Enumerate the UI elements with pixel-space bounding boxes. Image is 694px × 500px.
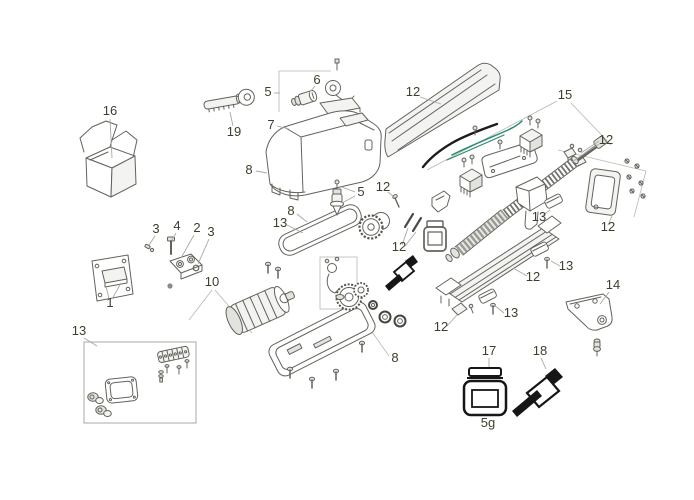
callout-16: 16	[103, 103, 117, 118]
part-8-top-cover	[265, 110, 382, 201]
callout-2: 2	[193, 220, 200, 235]
part-12-beam-cover	[384, 62, 501, 158]
part-19-release-key	[203, 88, 255, 113]
part-13-accessory-box	[87, 345, 190, 417]
callout-14: 14	[606, 277, 620, 292]
callout-3-right: 3	[207, 224, 214, 239]
callout-17: 17	[482, 343, 496, 358]
callout-7: 7	[267, 117, 274, 132]
callout-8-gasket: 8	[287, 203, 294, 218]
callout-10: 10	[205, 274, 219, 289]
part-15-switch-assembly	[421, 115, 543, 213]
part-13-shoes	[478, 193, 563, 315]
callout-13-shoe-mid: 13	[559, 258, 573, 273]
callout-19: 19	[227, 124, 241, 139]
part-10-motor	[225, 261, 295, 335]
part-18-grease-tube	[512, 368, 563, 417]
callout-13-box: 13	[72, 323, 86, 338]
callout-15: 15	[558, 87, 572, 102]
small-jar	[423, 220, 447, 252]
leader-lines	[83, 85, 613, 370]
callout-18: 18	[533, 343, 547, 358]
callout-13-gasket: 13	[273, 215, 287, 230]
part-clutch-gear	[358, 194, 423, 240]
screw-icon	[461, 115, 541, 168]
part-5-release-pin	[330, 179, 344, 216]
callout-6: 6	[313, 72, 320, 87]
part-8-base-tray	[268, 256, 407, 389]
jar-weight-label: 5g	[481, 415, 495, 430]
callout-13-shoe-low: 13	[504, 305, 518, 320]
callout-labels: 16 19 5 6 7 8 12 15 12 12 5 8 13 12 13 1…	[72, 72, 620, 430]
part-16-carton-box	[79, 120, 138, 198]
callout-8-cover: 8	[245, 162, 252, 177]
callout-1: 1	[106, 295, 113, 310]
callout-12-screw: 12	[376, 179, 390, 194]
callout-3-left: 3	[152, 221, 159, 236]
callout-12-endcap: 12	[601, 219, 615, 234]
part-14-bracket	[565, 293, 613, 357]
small-grease-tube	[385, 255, 418, 291]
part-12-rail	[435, 215, 562, 316]
group-frames	[83, 70, 647, 424]
part-8-13-gasket	[278, 204, 362, 256]
callout-5-pin: 5	[357, 184, 364, 199]
callout-12-pins: 12	[392, 239, 406, 254]
callout-12-clamp: 12	[434, 319, 448, 334]
callout-12-mounts: 12	[599, 132, 613, 147]
part-17-grease-jar	[462, 367, 508, 417]
callout-12-rail: 12	[526, 269, 540, 284]
bolt-icon	[286, 340, 366, 389]
callout-8-tray: 8	[391, 350, 398, 365]
parts-2-3-4-fasteners	[144, 236, 203, 289]
part-5-6-lock-assembly	[291, 58, 361, 119]
callout-4: 4	[173, 218, 180, 233]
part-1-wall-plate	[91, 254, 134, 302]
callout-13-shoe-top: 13	[532, 209, 546, 224]
part-12-end-cap	[585, 158, 646, 216]
callout-12-beam: 12	[406, 84, 420, 99]
screw-icon	[624, 158, 646, 199]
callout-5-lock: 5	[264, 84, 271, 99]
drive-screw-spring	[445, 135, 607, 263]
